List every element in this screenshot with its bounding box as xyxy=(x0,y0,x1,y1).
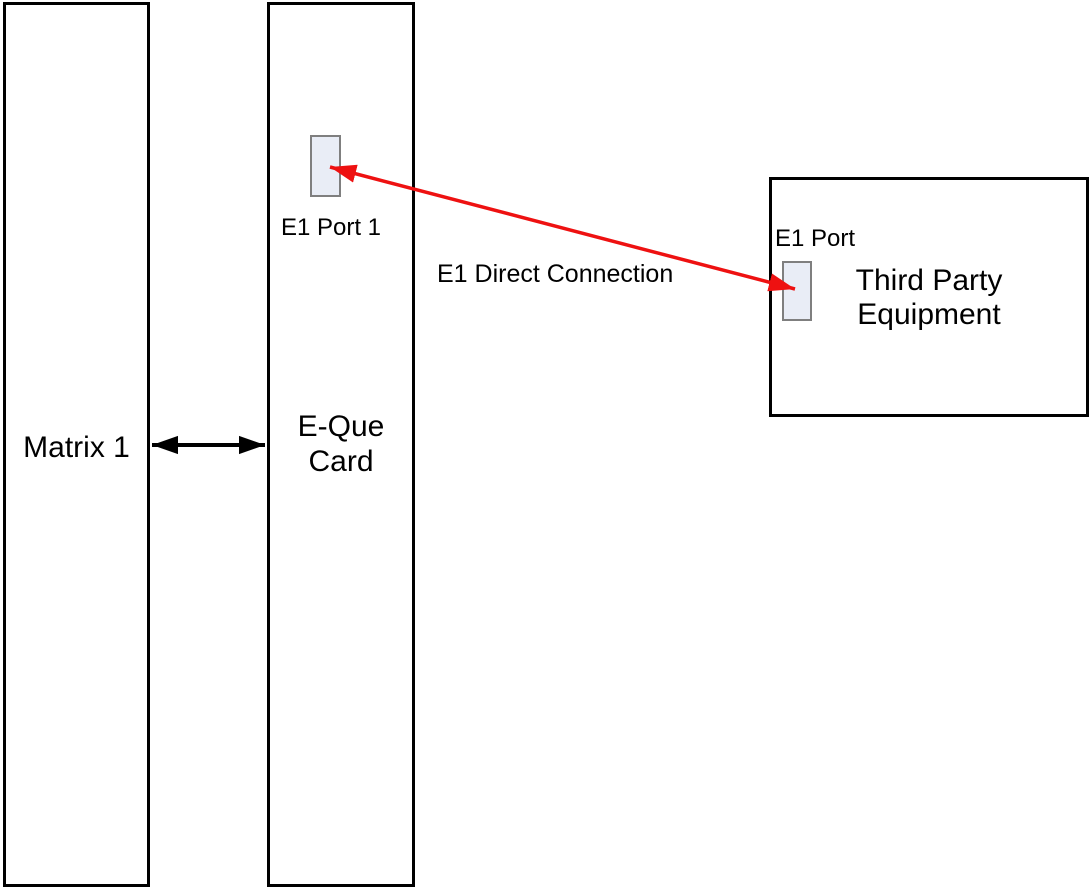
e1-port-label: E1 Port xyxy=(775,225,856,252)
matrix-1-box xyxy=(3,2,150,887)
e1-port-1-label: E1 Port 1 xyxy=(280,214,382,241)
third-party-equipment-label: Third Party Equipment xyxy=(855,264,1003,331)
e1-port-1-connector xyxy=(310,135,341,197)
e-que-card-label: E-Que Card xyxy=(297,410,385,478)
third-party-equipment-box xyxy=(769,177,1089,417)
matrix-1-label: Matrix 1 xyxy=(23,431,130,464)
e1-direct-connection-label: E1 Direct Connection xyxy=(437,260,674,288)
e-que-card-box xyxy=(267,2,415,887)
